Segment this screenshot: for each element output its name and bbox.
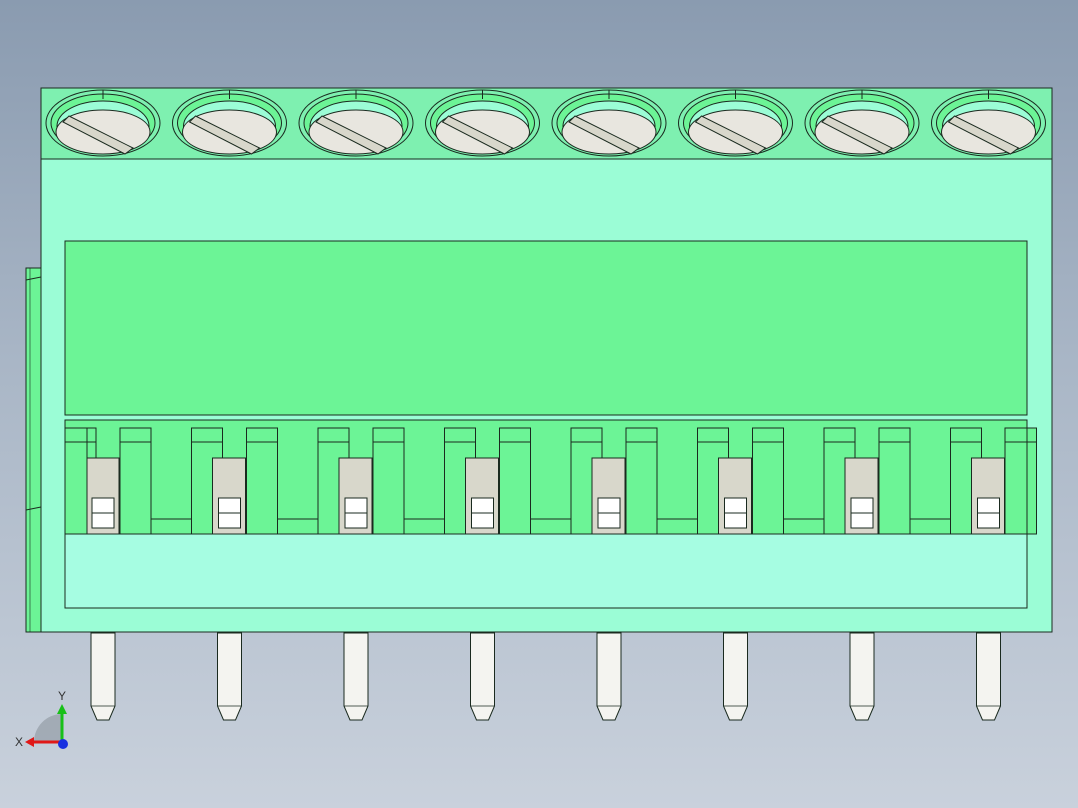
clamp-icon	[697, 427, 824, 535]
pin-row	[90, 632, 1001, 721]
housing-mid-panel	[64, 240, 1028, 416]
pin-icon	[343, 632, 369, 721]
clamp-icon	[444, 427, 571, 535]
clamp-icon	[191, 427, 318, 535]
y-axis-label: Y	[58, 689, 66, 703]
z-axis-dot	[58, 739, 68, 749]
screw-icon	[172, 89, 287, 157]
pin-icon	[596, 632, 622, 721]
screw-icon	[678, 89, 793, 157]
clamp-icon	[570, 427, 698, 535]
screw-icon	[45, 89, 161, 157]
pin-icon	[470, 632, 495, 721]
pin-icon	[849, 632, 875, 721]
x-axis-label: X	[15, 735, 23, 749]
pin-icon	[723, 632, 748, 721]
pin-icon	[976, 632, 1001, 721]
clamp-slot-row	[64, 427, 1037, 535]
housing-bottom-strip	[64, 533, 1028, 609]
x-axis-arrowhead	[25, 737, 34, 747]
axis-triad: Y X	[15, 689, 68, 749]
screw-icon	[804, 89, 920, 157]
pin-icon	[90, 632, 116, 721]
screw-icon	[425, 89, 540, 157]
y-axis-arrowhead	[57, 704, 67, 714]
side-flange	[25, 267, 42, 633]
clamp-icon	[317, 427, 445, 535]
screw-icon	[298, 89, 414, 157]
screw-icon	[931, 89, 1046, 157]
end-ribs	[64, 427, 1028, 535]
screw-icon	[551, 89, 667, 157]
screw-row	[45, 89, 1046, 157]
clamp-icon	[823, 427, 951, 535]
pin-icon	[217, 632, 242, 721]
